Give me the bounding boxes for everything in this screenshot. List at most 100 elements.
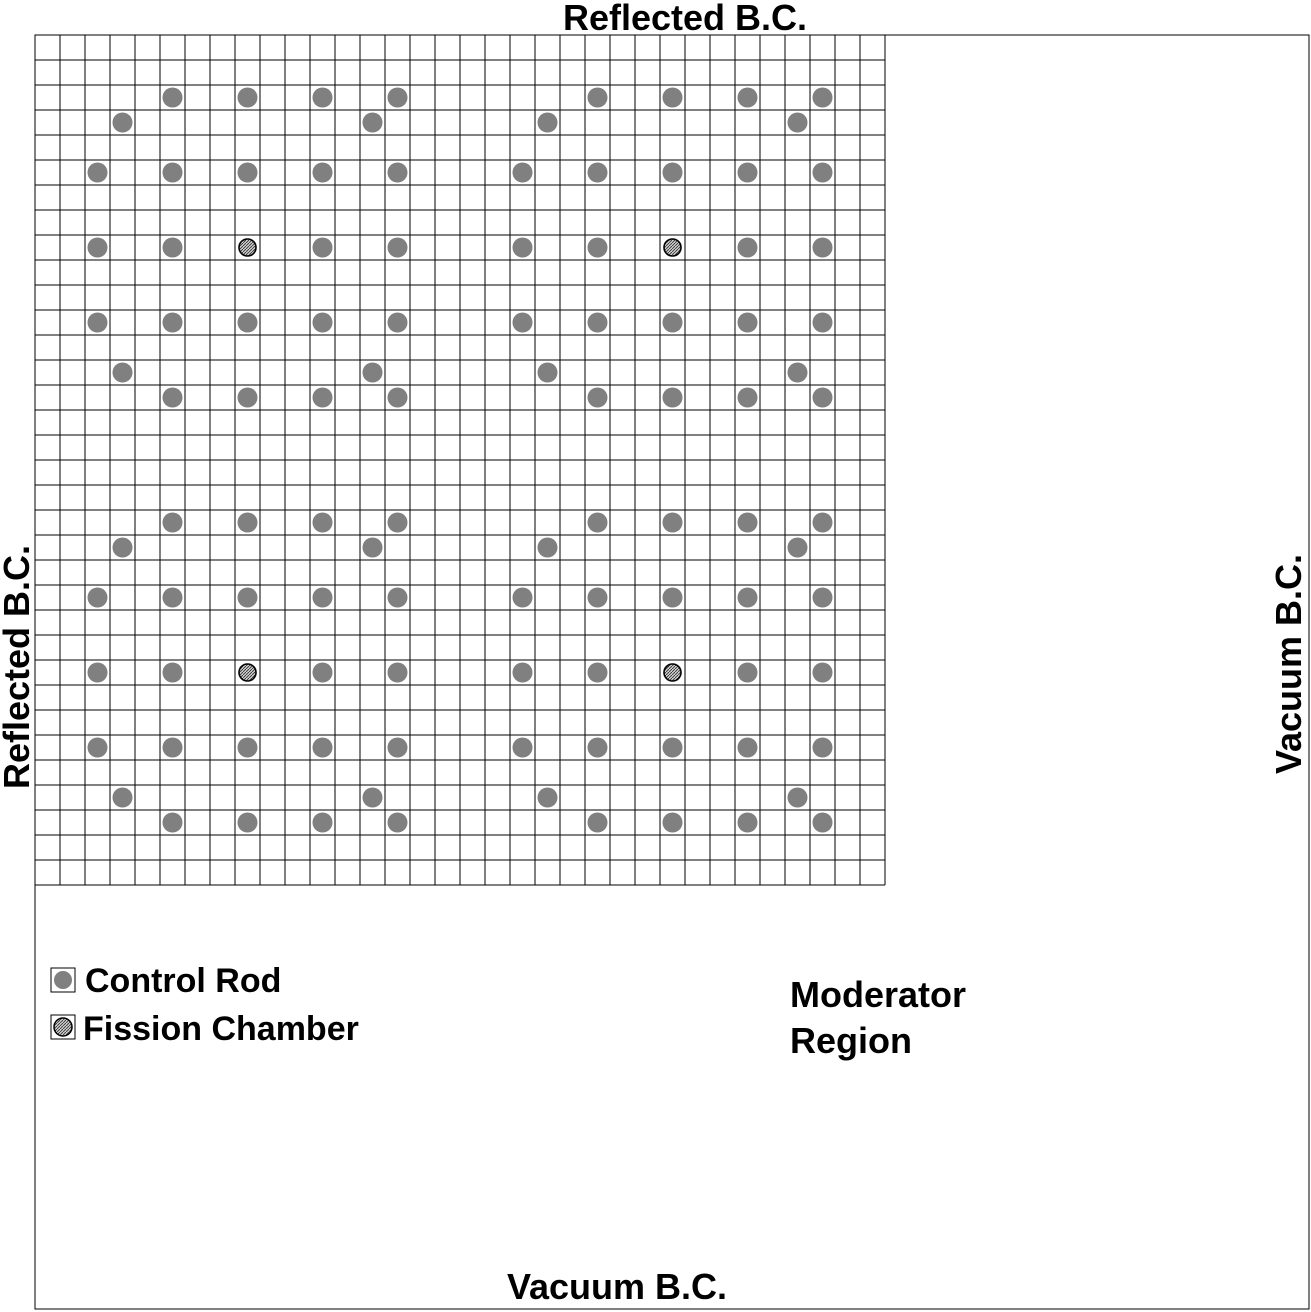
control-rod (587, 812, 608, 833)
fission-chamber (663, 238, 682, 257)
top-boundary-label: Reflected B.C. (563, 0, 807, 38)
control-rod (162, 512, 183, 533)
control-rod (312, 587, 333, 608)
control-rod (87, 662, 108, 683)
fuel-lattice-grid (34, 34, 886, 886)
control-rod (512, 587, 533, 608)
control-rod (737, 812, 758, 833)
control-rod (162, 387, 183, 408)
control-rod (237, 512, 258, 533)
control-rod (812, 87, 833, 108)
control-rod (87, 312, 108, 333)
control-rod (312, 512, 333, 533)
control-rod (662, 162, 683, 183)
moderator-region-label-line2: Region (790, 1020, 912, 1061)
control-rod (162, 737, 183, 758)
control-rod (162, 87, 183, 108)
control-rod (112, 787, 133, 808)
control-rod (312, 237, 333, 258)
control-rod (812, 237, 833, 258)
control-rod (387, 812, 408, 833)
control-rod (512, 237, 533, 258)
control-rod (362, 362, 383, 383)
control-rod (662, 737, 683, 758)
control-rod (162, 312, 183, 333)
control-rod (587, 312, 608, 333)
control-rod (812, 662, 833, 683)
control-rod (662, 587, 683, 608)
control-rod (662, 312, 683, 333)
control-rod (387, 662, 408, 683)
control-rod (387, 737, 408, 758)
legend: Control Rod Fission Chamber (50, 962, 359, 1048)
control-rod (312, 812, 333, 833)
control-rod (387, 387, 408, 408)
control-rod (312, 662, 333, 683)
control-rod (387, 312, 408, 333)
control-rod (537, 112, 558, 133)
control-rod (737, 662, 758, 683)
control-rod (587, 237, 608, 258)
control-rod (812, 737, 833, 758)
control-rod (512, 737, 533, 758)
control-rod (737, 737, 758, 758)
control-rod (662, 512, 683, 533)
control-rod (737, 87, 758, 108)
control-rod (737, 312, 758, 333)
control-rod (537, 362, 558, 383)
control-rod (112, 537, 133, 558)
control-rod (737, 162, 758, 183)
fission-chamber (238, 238, 257, 257)
control-rod (112, 112, 133, 133)
control-rod (162, 812, 183, 833)
control-rod-icon (54, 971, 72, 989)
control-rod (787, 362, 808, 383)
control-rod (237, 312, 258, 333)
control-rod (737, 387, 758, 408)
control-rod (87, 162, 108, 183)
control-rod (237, 87, 258, 108)
control-rod (312, 87, 333, 108)
legend-fission-chamber-label: Fission Chamber (83, 1010, 359, 1048)
control-rod (512, 312, 533, 333)
control-rod (662, 87, 683, 108)
control-rod (787, 112, 808, 133)
control-rod (812, 387, 833, 408)
control-rod (362, 112, 383, 133)
control-rod (87, 587, 108, 608)
control-rod (162, 587, 183, 608)
control-rod (362, 537, 383, 558)
bottom-boundary-label: Vacuum B.C. (507, 1266, 727, 1307)
control-rod (312, 387, 333, 408)
fission-chamber (238, 663, 257, 682)
control-rod (787, 787, 808, 808)
control-rod (737, 512, 758, 533)
control-rod (787, 537, 808, 558)
control-rod (237, 162, 258, 183)
control-rod (87, 737, 108, 758)
control-rod (87, 237, 108, 258)
control-rod (512, 162, 533, 183)
control-rod (387, 587, 408, 608)
left-boundary-label: Reflected B.C. (0, 545, 37, 789)
control-rod (237, 812, 258, 833)
control-rod (237, 737, 258, 758)
control-rod (587, 87, 608, 108)
control-rod (387, 87, 408, 108)
control-rod (387, 162, 408, 183)
control-rod (312, 312, 333, 333)
control-rod (162, 237, 183, 258)
control-rod (237, 387, 258, 408)
right-boundary-label: Vacuum B.C. (1268, 554, 1309, 774)
control-rod (587, 512, 608, 533)
control-rod (812, 812, 833, 833)
control-rod (387, 512, 408, 533)
control-rod (662, 387, 683, 408)
control-rod (587, 162, 608, 183)
control-rod (662, 812, 683, 833)
control-rod (162, 162, 183, 183)
control-rod (312, 737, 333, 758)
fission-chamber-icon (53, 1017, 73, 1037)
control-rod (737, 237, 758, 258)
